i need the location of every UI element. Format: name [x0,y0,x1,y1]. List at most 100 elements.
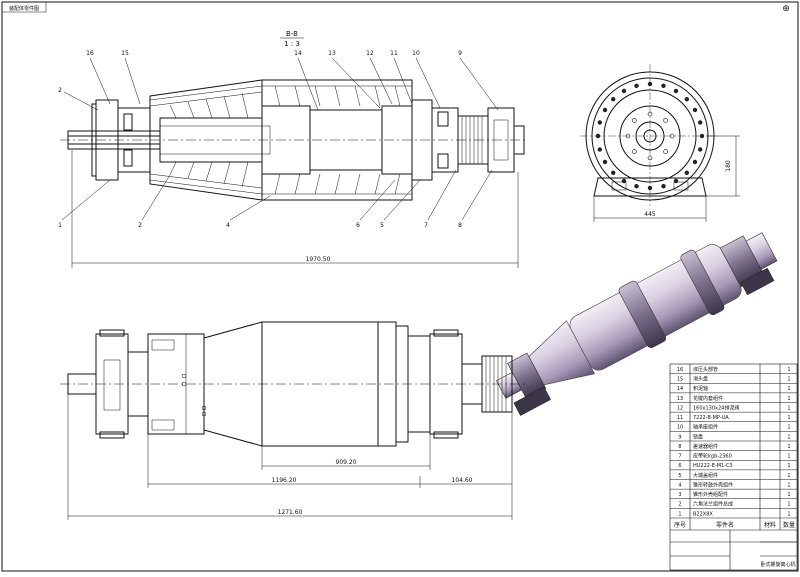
bolt-hole [602,159,608,165]
balloon-15: 15 [121,50,129,57]
bom-row-name: 锥形转鼓外壳组件 [693,481,733,488]
corner-mark: ⊕ [782,4,790,14]
bom-row-no: 11 [677,415,683,421]
balloon-12: 12 [366,50,374,57]
dim-overall-front [67,394,513,520]
bom-row-name: 六角法兰组件总成 [693,501,733,508]
bom-row-name: 轴承座组件 [693,424,718,431]
bom-row-name: 花键内套组件 [693,395,723,402]
bolt-hole [661,83,666,89]
balloon-10: 10 [412,50,420,57]
balloon-2: 2 [138,222,142,229]
bolt-hole [692,107,698,113]
bom-row-qty: 1 [787,511,790,517]
bom-row-name: 160x130x24排泥阀 [693,404,739,411]
bom-row-no: 8 [678,444,681,450]
balloon-8: 8 [458,222,462,229]
bom-row-qty: 1 [787,434,790,440]
dim-overall-section [71,150,519,268]
bolt-hole [597,147,602,152]
bolt-hole [661,184,666,189]
bom-row-no: 14 [677,386,683,392]
bolt-hole [611,170,616,175]
bom-row-no: 16 [677,367,683,373]
bom-row-name: 皮带轮kgb-2360 [693,453,732,460]
bom-row-qty: 1 [787,377,790,383]
end-view [580,64,720,206]
bolt-hole [684,170,689,175]
stamp-box [1,1,47,13]
bolt-hole [621,178,627,184]
front-view [60,321,528,447]
dim-inner-span [261,432,431,470]
balloon-16: 16 [86,50,94,57]
bom-row-qty: 1 [787,367,790,373]
bom-row-no: 7 [678,454,681,460]
bolt-hole [673,178,679,184]
dim-height-right [706,135,740,197]
bolt-hole [634,83,639,89]
bolt-hole [634,184,639,189]
bolt-hole [673,88,679,94]
bom-row-name: 锁盘 [693,433,703,440]
bom-row-qty: 1 [787,405,790,411]
balloon-6: 6 [356,222,360,229]
dim-overall-section-text: 1970.50 [306,256,331,263]
balloon-9: 9 [458,50,462,57]
bom-row-name: 7222-B-MP-UA [693,415,729,421]
bom-header-qty: 数量 [783,521,795,529]
section-view [60,79,528,201]
bom-row-no: 12 [677,405,683,411]
bom-row-name: 大端盖组件 [693,472,718,479]
dim-inner-span-text: 909.20 [336,459,357,466]
bolt-hole [698,147,703,152]
bom-row-qty: 1 [787,492,790,498]
bom-row-name: 积泥轴 [693,385,708,392]
bom-row-qty: 1 [787,444,790,450]
inner-bolt-hole [632,118,637,123]
bom-header-no: 序号 [674,521,686,529]
section-scale: 1 : 3 [284,40,300,48]
bom-row-no: 3 [678,492,681,498]
bom-row-qty: 1 [787,463,790,469]
bom-row-no: 1 [678,511,681,517]
balloon-14: 14 [294,50,302,57]
bom-header-material: 材料 [764,521,776,529]
bolt-hole [692,159,698,165]
bom-row-qty: 1 [787,502,790,508]
stamp-label: 装配体零件图 [9,5,39,12]
bom-row-name: HU222-E-M1-C3 [693,463,733,469]
balloon-7: 7 [424,222,428,229]
inner-bolt-hole [663,149,668,154]
bolt-hole [597,120,602,125]
dim-height-right-text: 180 [725,160,732,172]
title-block-name: 卧式螺旋离心机 [760,561,795,568]
inner-bolt-hole [632,149,637,154]
section-title: B-B [286,30,298,38]
bolt-hole [684,97,689,102]
balloon-leaders-top [63,57,499,111]
balloon-13: 13 [328,50,336,57]
dim-right-end-text: 104.60 [452,477,473,484]
front-pulley [481,355,513,413]
bom-row-qty: 1 [787,386,790,392]
dim-left-span-text: 1196.20 [272,477,297,484]
bom-row-no: 9 [678,434,681,440]
balloon-2-top: 2 [58,87,62,94]
bom-row-name: 液压头部管 [693,366,718,373]
dim-face-width-text: 445 [644,211,656,218]
isometric-view [495,232,778,416]
bom-row-qty: 1 [787,396,790,402]
inner-bolt-hole [663,118,668,123]
bom-row-no: 10 [677,425,683,431]
balloon-4: 4 [226,222,230,229]
bom-row-no: 5 [678,473,681,479]
bolt-hole [698,120,703,125]
balloon-1: 1 [58,222,62,229]
bom-row-no: 4 [678,482,681,488]
bom-row-name: B22X8X [693,511,713,517]
